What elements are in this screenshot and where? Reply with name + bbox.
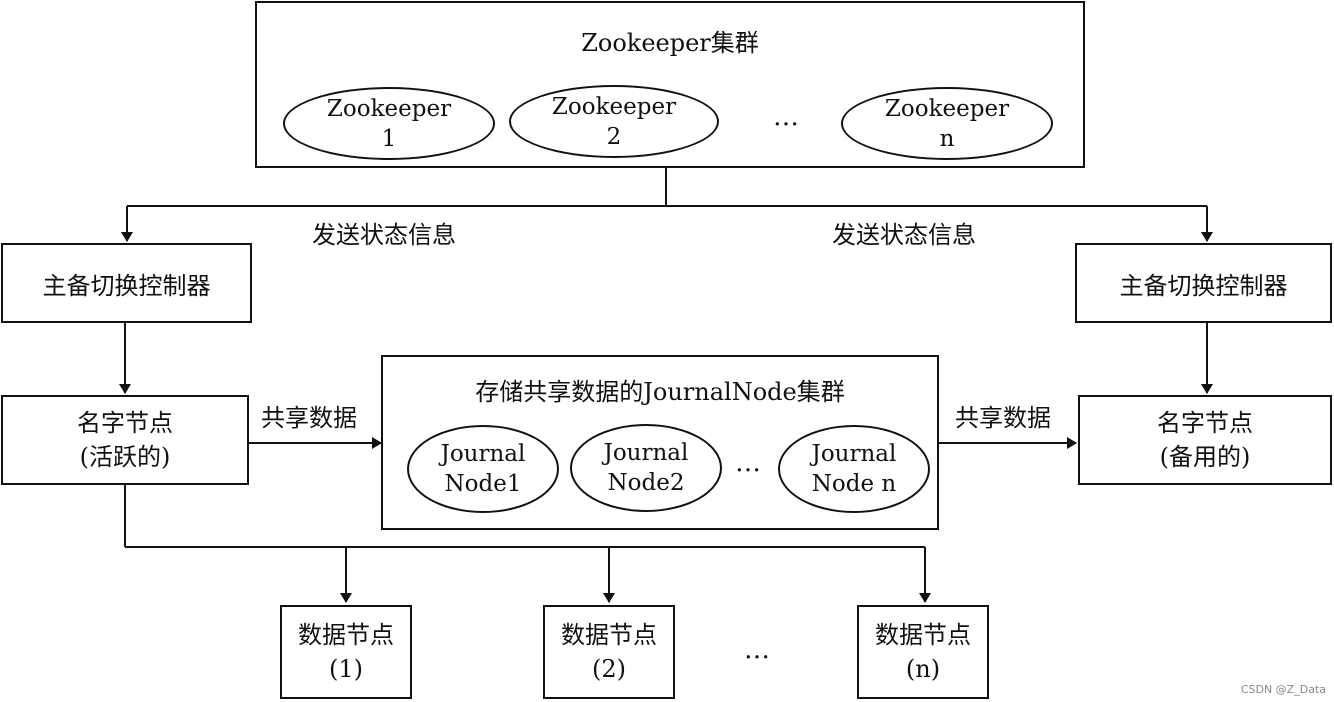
journalnode-n-index: Node n <box>811 471 897 497</box>
journalnode-1: Journal Node1 <box>407 425 559 513</box>
zookeeper-node-n-label: Zookeeper <box>884 95 1010 122</box>
zookeeper-node-1-label: Zookeeper <box>326 95 452 122</box>
journalnode-2: Journal Node2 <box>570 424 722 512</box>
watermark: CSDN @Z_Data <box>1240 683 1326 696</box>
journalnode-cluster-title: 存储共享数据的JournalNode集群 <box>475 378 845 406</box>
zookeeper-node-2-label: Zookeeper <box>551 93 677 120</box>
failover-controller-right: 主备切换控制器 <box>1075 243 1332 323</box>
journalnode-n-label: Journal <box>811 441 897 467</box>
namenode-active: 名字节点 (活跃的) <box>1 395 249 485</box>
datanode-1-title: 数据节点 <box>298 621 394 649</box>
datanode-n-title: 数据节点 <box>875 621 971 649</box>
namenode-standby: 名字节点 (备用的) <box>1078 395 1332 485</box>
datanode-1-index: (1) <box>329 655 363 683</box>
namenode-standby-state: (备用的) <box>1159 443 1251 471</box>
zookeeper-ellipsis: … <box>773 102 801 132</box>
zookeeper-node-1: Zookeeper 1 <box>283 87 495 160</box>
failover-controller-left: 主备切换控制器 <box>1 243 252 323</box>
failover-controller-right-label: 主备切换控制器 <box>1119 271 1288 300</box>
shared-data-label-right: 共享数据 <box>955 404 1051 432</box>
zookeeper-node-1-index: 1 <box>381 125 397 152</box>
failover-controller-left-label: 主备切换控制器 <box>42 271 211 300</box>
send-status-label-right: 发送状态信息 <box>832 221 976 249</box>
datanode-1: 数据节点 (1) <box>280 605 412 699</box>
journalnode-n: Journal Node n <box>778 425 930 513</box>
zookeeper-cluster-title: Zookeeper集群 <box>581 29 759 57</box>
journalnode-1-index: Node1 <box>444 471 522 497</box>
journalnode-1-label: Journal <box>440 441 526 467</box>
namenode-active-title: 名字节点 <box>77 409 173 437</box>
journalnode-2-label: Journal <box>603 440 689 466</box>
zookeeper-node-n: Zookeeper n <box>841 87 1053 160</box>
datanode-2-index: (2) <box>592 655 626 683</box>
datanode-n-index: (n) <box>905 655 941 683</box>
datanode-2-title: 数据节点 <box>561 621 657 649</box>
zookeeper-node-2: Zookeeper 2 <box>509 85 719 158</box>
datanode-2: 数据节点 (2) <box>543 605 675 699</box>
shared-data-label-left: 共享数据 <box>261 404 357 432</box>
zookeeper-node-2-index: 2 <box>606 123 622 150</box>
send-status-label-left: 发送状态信息 <box>312 221 456 249</box>
journalnode-ellipsis: … <box>735 448 763 478</box>
namenode-standby-title: 名字节点 <box>1157 409 1253 437</box>
datanode-ellipsis: … <box>744 635 772 665</box>
datanode-n: 数据节点 (n) <box>857 605 989 699</box>
zookeeper-node-n-index: n <box>939 125 955 152</box>
namenode-active-state: (活跃的) <box>79 443 171 471</box>
journalnode-2-index: Node2 <box>607 470 685 496</box>
